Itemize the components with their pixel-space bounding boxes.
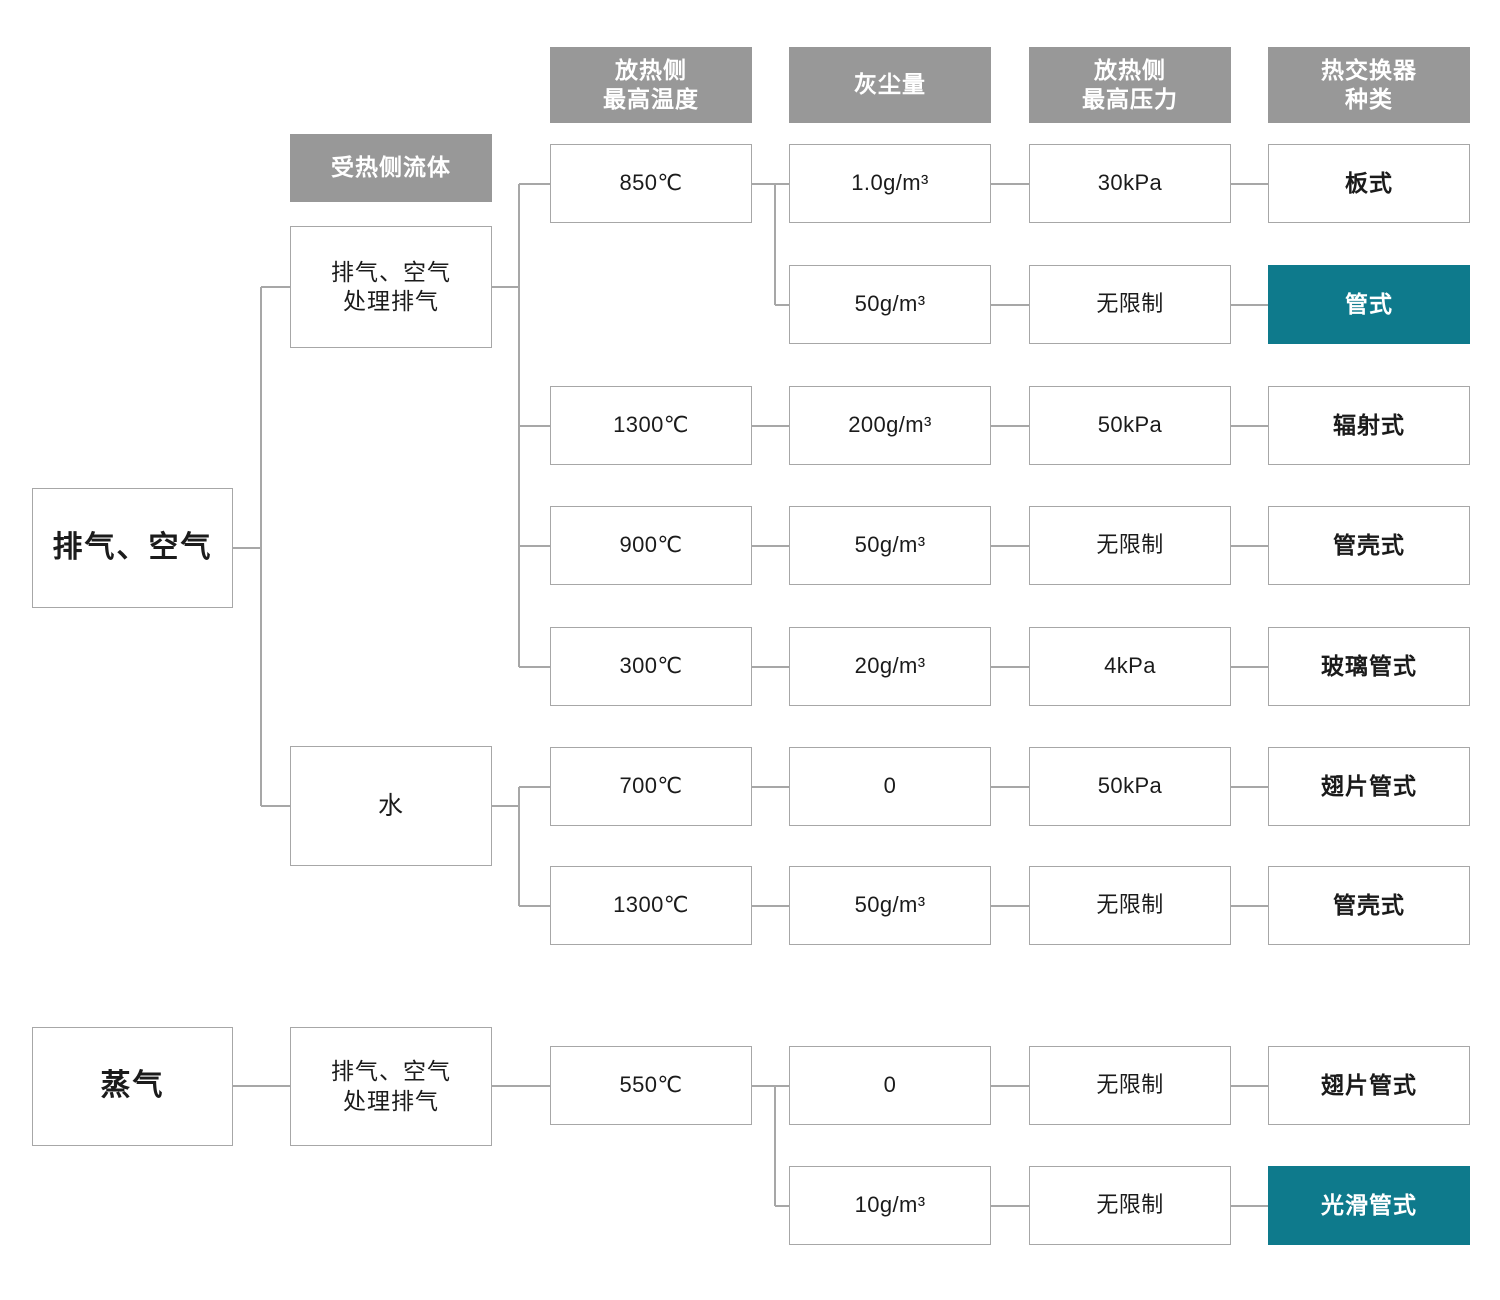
cell-dust-row7[interactable]: 50g/m³ [789,866,991,945]
cell-pressure-row3[interactable]: 50kPa [1029,386,1231,465]
cell-pressure-row2[interactable]: 无限制 [1029,265,1231,344]
header-heated-side-fluid: 受热侧流体 [290,134,492,202]
cell-temp-row3[interactable]: 1300℃ [550,386,752,465]
branch-fluid-exhaust-air-treated-steam[interactable]: 排气、空气 处理排气 [290,1027,492,1146]
cell-pressure-row9[interactable]: 无限制 [1029,1166,1231,1245]
header-heat-exchanger-type: 热交换器 种类 [1268,47,1470,123]
cell-temp-row1[interactable]: 850℃ [550,144,752,223]
cell-temp-row4[interactable]: 900℃ [550,506,752,585]
cell-dust-row2[interactable]: 50g/m³ [789,265,991,344]
cell-type-row1[interactable]: 板式 [1268,144,1470,223]
cell-pressure-row1[interactable]: 30kPa [1029,144,1231,223]
cell-pressure-row6[interactable]: 50kPa [1029,747,1231,826]
cell-temp-row6[interactable]: 700℃ [550,747,752,826]
root-fluid-exhaust-air[interactable]: 排气、空气 [32,488,233,608]
cell-type-row9-highlighted[interactable]: 光滑管式 [1268,1166,1470,1245]
branch-fluid-water[interactable]: 水 [290,746,492,866]
root-fluid-steam[interactable]: 蒸气 [32,1027,233,1146]
header-dust-amount: 灰尘量 [789,47,991,123]
cell-type-row4[interactable]: 管壳式 [1268,506,1470,585]
cell-pressure-row4[interactable]: 无限制 [1029,506,1231,585]
cell-temp-row5[interactable]: 300℃ [550,627,752,706]
cell-temp-row7[interactable]: 1300℃ [550,866,752,945]
cell-dust-row8[interactable]: 0 [789,1046,991,1125]
cell-dust-row4[interactable]: 50g/m³ [789,506,991,585]
cell-dust-row5[interactable]: 20g/m³ [789,627,991,706]
cell-pressure-row8[interactable]: 无限制 [1029,1046,1231,1125]
cell-pressure-row5[interactable]: 4kPa [1029,627,1231,706]
cell-pressure-row7[interactable]: 无限制 [1029,866,1231,945]
cell-type-row3[interactable]: 辐射式 [1268,386,1470,465]
cell-type-row2-highlighted[interactable]: 管式 [1268,265,1470,344]
branch-fluid-exhaust-air-treated[interactable]: 排气、空气 处理排气 [290,226,492,348]
header-release-side-max-pressure: 放热侧 最高压力 [1029,47,1231,123]
cell-type-row6[interactable]: 翅片管式 [1268,747,1470,826]
cell-dust-row6[interactable]: 0 [789,747,991,826]
cell-type-row7[interactable]: 管壳式 [1268,866,1470,945]
cell-type-row8[interactable]: 翅片管式 [1268,1046,1470,1125]
cell-dust-row9[interactable]: 10g/m³ [789,1166,991,1245]
cell-temp-row8[interactable]: 550℃ [550,1046,752,1125]
cell-dust-row3[interactable]: 200g/m³ [789,386,991,465]
header-release-side-max-temp: 放热侧 最高温度 [550,47,752,123]
cell-type-row5[interactable]: 玻璃管式 [1268,627,1470,706]
cell-dust-row1[interactable]: 1.0g/m³ [789,144,991,223]
